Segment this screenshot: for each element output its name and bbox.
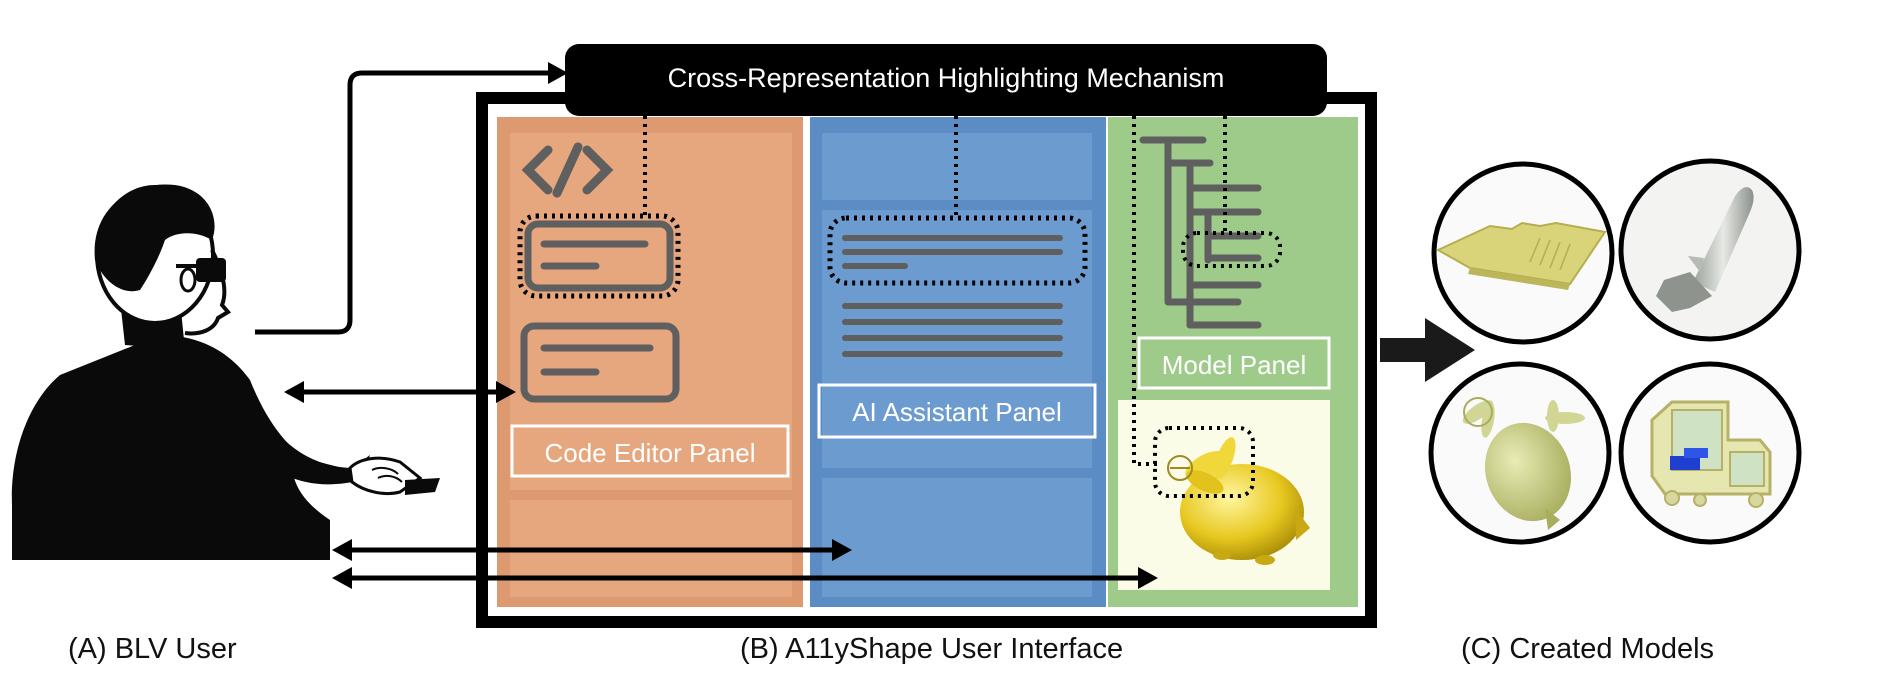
interaction-arrows — [284, 381, 1158, 589]
arrowhead-banner — [548, 62, 568, 84]
model-panel-label: Model Panel — [1162, 350, 1307, 380]
model-tree — [1139, 136, 1262, 329]
code-block-1 — [524, 220, 674, 292]
ai-message-highlight — [827, 215, 1088, 286]
tree-node-highlight — [1181, 231, 1282, 268]
caption-created-models: (C) Created Models — [1461, 633, 1714, 665]
caption-interface: (B) A11yShape User Interface — [740, 633, 1123, 665]
code-block-2 — [520, 322, 680, 403]
code-brackets-icon — [521, 142, 614, 198]
created-models — [1428, 158, 1802, 545]
connector-user-to-banner — [255, 70, 555, 335]
caption-blv-user: (A) BLV User — [68, 633, 237, 665]
code-editor-panel: Code Editor Panel — [497, 117, 803, 607]
blv-user-figure — [11, 184, 440, 560]
highlight-connectors — [643, 116, 1227, 466]
model-panel: Model Panel — [1108, 117, 1358, 607]
ai-assistant-panel-label: AI Assistant Panel — [852, 397, 1062, 427]
model-thumbnail-plate — [1431, 161, 1615, 345]
model-thumbnail-blimp — [1428, 361, 1612, 545]
highlighting-banner-title: Cross-Representation Highlighting Mechan… — [668, 63, 1225, 93]
ai-response-text — [842, 303, 1063, 357]
model-thumbnail-truck — [1618, 361, 1802, 545]
arrow-right-icon — [1380, 318, 1475, 382]
code-editor-panel-label: Code Editor Panel — [544, 438, 755, 468]
model-thumbnail-rocket — [1618, 158, 1802, 342]
blimp-model — [1167, 437, 1310, 565]
highlighting-banner — [565, 44, 1327, 116]
